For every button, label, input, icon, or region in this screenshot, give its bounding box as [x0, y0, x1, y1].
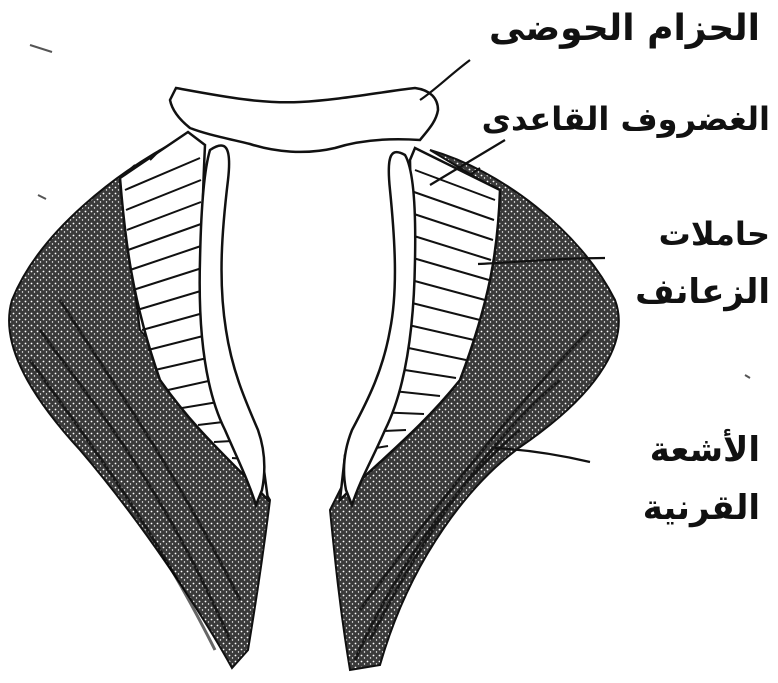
- right-fin: [330, 148, 619, 670]
- left-fin: [9, 132, 270, 668]
- label-ceratotrichia-line1: الأشعة: [590, 430, 760, 470]
- leader-pelvic-girdle: [420, 60, 470, 100]
- label-basal-cartilage: الغضروف القاعدى: [440, 100, 770, 138]
- label-pelvic-girdle: الحزام الحوضى: [460, 8, 760, 49]
- label-ceratotrichia-line2: القرنية: [590, 488, 760, 528]
- label-fin-ray-supports-line2: الزعانف: [610, 272, 770, 312]
- label-fin-ray-supports-line1: حاملات: [610, 215, 770, 253]
- pelvic-girdle: [170, 88, 438, 152]
